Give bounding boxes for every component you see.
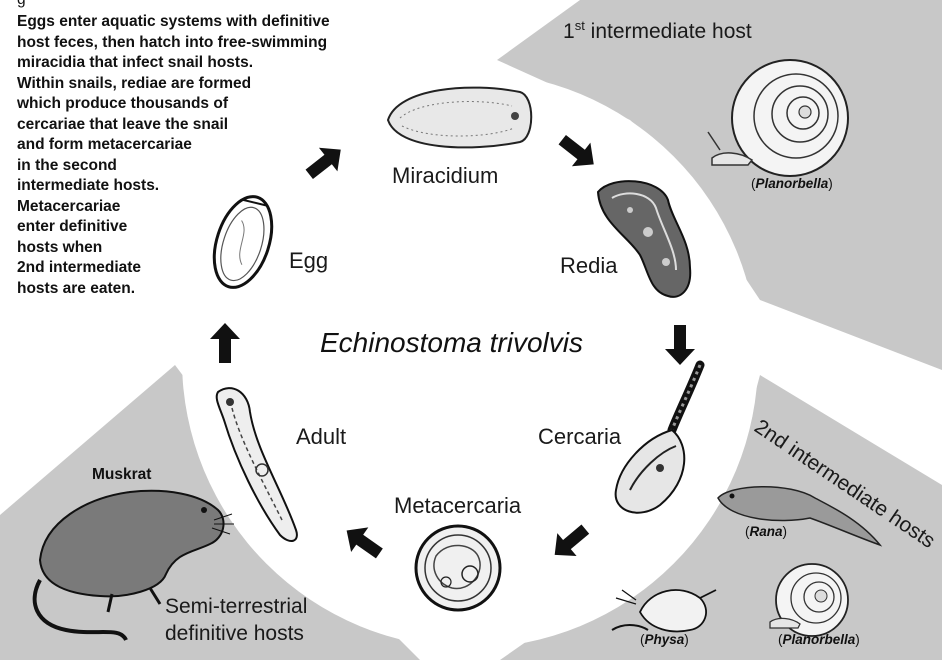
intro-line: miracidia that infect snail hosts.	[17, 53, 330, 74]
physa-caption: (Physa)	[640, 632, 689, 647]
planorbella-caption-2: (Planorbella)	[778, 632, 860, 647]
intro-line: 2nd intermediate	[17, 258, 330, 279]
intro-line: g	[17, 0, 26, 11]
intro-line: Eggs enter aquatic systems with definiti…	[17, 12, 330, 33]
definitive-host-label-line1: Semi-terrestrial	[165, 595, 307, 619]
intro-line: intermediate hosts.	[17, 176, 330, 197]
metacercaria-icon	[416, 526, 500, 610]
intro-line: host feces, then hatch into free-swimmin…	[17, 33, 330, 54]
intro-paragraph: gEggs enter aquatic systems with definit…	[17, 12, 330, 299]
egg-label: Egg	[289, 248, 328, 274]
redia-label: Redia	[560, 253, 617, 279]
intro-line: hosts are eaten.	[17, 279, 330, 300]
intro-line: cercariae that leave the snail	[17, 115, 330, 136]
muskrat-label: Muskrat	[92, 466, 151, 484]
species-title: Echinostoma trivolvis	[320, 327, 583, 359]
cercaria-label: Cercaria	[538, 424, 621, 450]
intro-line: Metacercariae	[17, 197, 330, 218]
intro-line: enter definitive	[17, 217, 330, 238]
miracidium-label: Miracidium	[392, 163, 498, 189]
intro-line: which produce thousands of	[17, 94, 330, 115]
intro-line: in the second	[17, 156, 330, 177]
intro-line: hosts when	[17, 238, 330, 259]
planorbella-caption: (Planorbella)	[751, 176, 833, 191]
rana-caption: (Rana)	[745, 524, 787, 539]
intro-line: Within snails, rediae are formed	[17, 74, 330, 95]
intro-line: and form metacercariae	[17, 135, 330, 156]
definitive-host-label-line2: definitive hosts	[165, 622, 304, 646]
metacercaria-label: Metacercaria	[394, 493, 521, 519]
first-intermediate-host-label: 1st intermediate host	[563, 18, 752, 44]
adult-label: Adult	[296, 424, 346, 450]
